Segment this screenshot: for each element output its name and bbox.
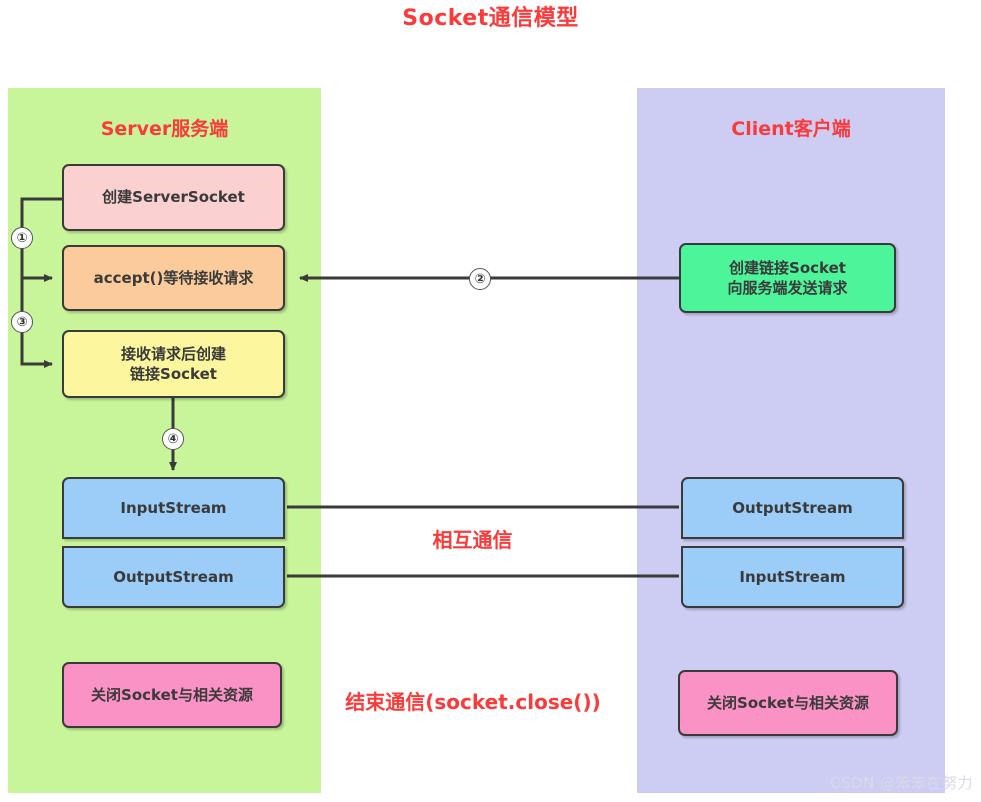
node-client-output-stream[interactable]: OutputStream	[681, 477, 904, 539]
csdn-watermark: CSDN @笨笨在努力	[829, 774, 973, 792]
client-panel-title: Client客户端	[731, 118, 851, 140]
node-client-input-stream[interactable]: InputStream	[681, 546, 904, 608]
step-badge-3: ③	[11, 311, 33, 333]
node-client-close-socket[interactable]: 关闭Socket与相关资源	[678, 670, 898, 736]
step-badge-1: ①	[11, 227, 33, 249]
step-badge-4: ④	[162, 428, 184, 450]
node-create-server-socket[interactable]: 创建ServerSocket	[62, 164, 285, 231]
node-server-output-stream[interactable]: OutputStream	[62, 546, 285, 608]
node-accept-wait[interactable]: accept()等待接收请求	[62, 245, 285, 311]
node-client-create-link-socket[interactable]: 创建链接Socket 向服务端发送请求	[679, 243, 896, 313]
label-mutual-communication: 相互通信	[432, 528, 513, 552]
page-title: Socket通信模型	[402, 6, 579, 31]
step-badge-2: ②	[469, 268, 491, 290]
node-server-create-link-socket[interactable]: 接收请求后创建 链接Socket	[62, 330, 285, 398]
node-server-input-stream[interactable]: InputStream	[62, 477, 285, 539]
label-end-communication: 结束通信(socket.close())	[345, 690, 601, 714]
server-panel-title: Server服务端	[100, 118, 229, 140]
node-server-close-socket[interactable]: 关闭Socket与相关资源	[62, 662, 282, 728]
